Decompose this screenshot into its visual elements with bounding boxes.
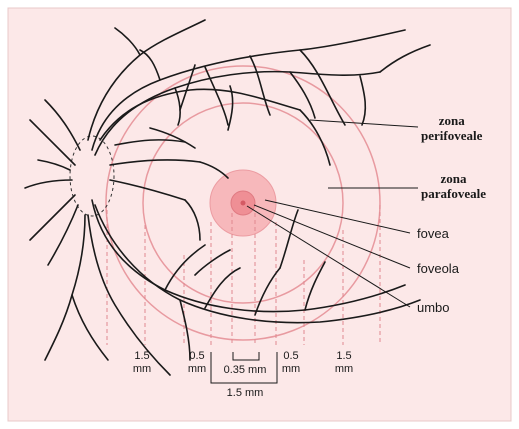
measure-fovea-width: 1.5 mm (212, 388, 278, 399)
measure-left-outer-value: 1.5 (128, 351, 156, 362)
measure-right-outer-value: 1.5 (330, 351, 358, 362)
measure-left-inner: 0.5 mm (184, 351, 210, 375)
fovea-label: fovea (417, 227, 449, 240)
measure-right-inner: 0.5 mm (278, 351, 304, 375)
measure-left-outer-unit: mm (128, 364, 156, 375)
parafoveal-label: zona parafoveale (421, 172, 486, 200)
foveola-label: foveola (417, 262, 459, 275)
measure-right-outer: 1.5 mm (330, 351, 358, 375)
measure-left-outer: 1.5 mm (128, 351, 156, 375)
perifoveal-label-line1: zona (421, 114, 482, 127)
measure-right-outer-unit: mm (330, 364, 358, 375)
umbo-point (241, 201, 246, 206)
measure-center: 0.35 mm (212, 365, 278, 376)
parafoveal-label-line1: zona (421, 172, 486, 185)
measure-left-inner-unit: mm (184, 364, 210, 375)
perifoveal-label: zona perifoveale (421, 114, 482, 142)
perifoveal-label-line2: perifoveale (421, 129, 482, 142)
measure-right-inner-value: 0.5 (278, 351, 304, 362)
parafoveal-label-line2: parafoveale (421, 187, 486, 200)
umbo-label: umbo (417, 301, 450, 314)
measure-left-inner-value: 0.5 (184, 351, 210, 362)
measure-right-inner-unit: mm (278, 364, 304, 375)
